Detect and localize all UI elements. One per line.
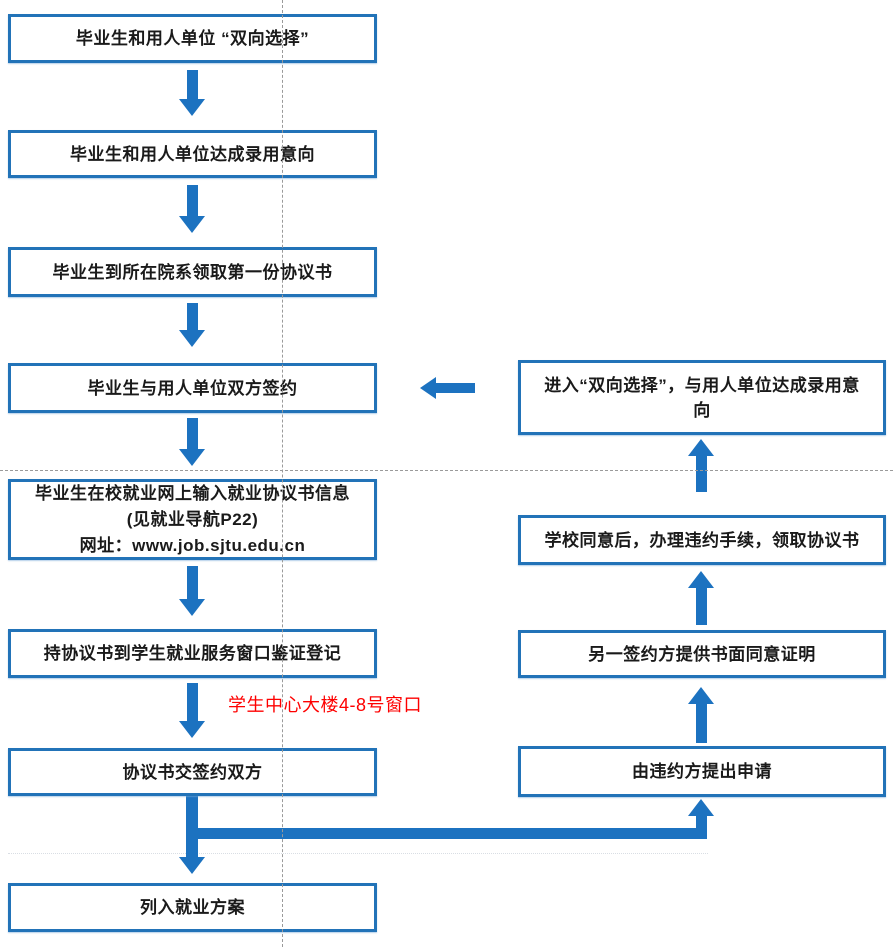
flow-box-breach-application: 由违约方提出申请 xyxy=(518,746,886,797)
flow-box-hiring-intention: 毕业生和用人单位达成录用意向 xyxy=(8,130,377,178)
arrow-up-3-shaft xyxy=(696,703,707,743)
flow-box-employment-plan: 列入就业方案 xyxy=(8,883,377,932)
flow-box-get-first-agreement-label: 毕业生到所在院系领取第一份协议书 xyxy=(52,262,333,282)
flow-box-reenter-selection-label: 进入“双向选择”，与用人单位达成录用意向 xyxy=(544,375,860,420)
flow-box-window-registration: 持协议书到学生就业服务窗口鉴证登记 xyxy=(8,629,377,678)
arrow-up-2-head xyxy=(688,571,714,588)
arrow-down-2-shaft xyxy=(187,185,198,217)
arrow-down-6-shaft xyxy=(187,683,198,722)
arrow-up-1-head xyxy=(688,439,714,456)
flow-box-written-consent-label: 另一签约方提供书面同意证明 xyxy=(588,644,816,664)
flow-box-breach-application-label: 由违约方提出申请 xyxy=(632,762,772,781)
arrow-down-6-head xyxy=(179,721,205,738)
connector-vertical-shaft xyxy=(186,796,198,858)
flow-box-written-consent: 另一签约方提供书面同意证明 xyxy=(518,630,886,678)
flow-box-deliver-agreement: 协议书交签约双方 xyxy=(8,748,377,796)
flow-box-sign-agreement: 毕业生与用人单位双方签约 xyxy=(8,363,377,413)
arrow-up-3-head xyxy=(688,687,714,704)
arrow-up-4-shaft xyxy=(696,814,707,839)
faint-dotted-line xyxy=(8,853,708,854)
flow-box-school-approval: 学校同意后，办理违约手续，领取协议书 xyxy=(518,515,886,565)
flow-box-online-entry-text: 毕业生在校就业网上输入就业协议书信息 (见就业导航P22) 网址：www.job… xyxy=(35,481,350,559)
arrow-down-2-head xyxy=(179,216,205,233)
arrow-down-4-shaft xyxy=(187,418,198,450)
arrow-down-1-head xyxy=(179,99,205,116)
flow-box-window-registration-label: 持协议书到学生就业服务窗口鉴证登记 xyxy=(43,644,342,663)
flow-box-deliver-agreement-label: 协议书交签约双方 xyxy=(122,762,263,782)
connector-horizontal-shaft xyxy=(186,828,707,839)
online-entry-line1: 毕业生在校就业网上输入就业协议书信息 xyxy=(35,483,350,503)
arrow-down-7-head xyxy=(179,857,205,874)
horizontal-guide-line xyxy=(0,470,893,471)
arrow-down-4-head xyxy=(179,449,205,466)
arrow-left-1-head xyxy=(420,377,436,399)
flow-box-get-first-agreement: 毕业生到所在院系领取第一份协议书 xyxy=(8,247,377,297)
flow-box-online-entry: 毕业生在校就业网上输入就业协议书信息 (见就业导航P22) 网址：www.job… xyxy=(8,479,377,560)
arrow-up-4-head xyxy=(688,799,714,816)
arrow-down-3-head xyxy=(179,330,205,347)
flow-box-mutual-selection: 毕业生和用人单位 “双向选择” xyxy=(8,14,377,63)
flow-box-hiring-intention-label: 毕业生和用人单位达成录用意向 xyxy=(70,144,315,164)
flow-box-employment-plan-label: 列入就业方案 xyxy=(140,898,245,917)
arrow-down-5-head xyxy=(179,599,205,616)
flow-box-school-approval-label: 学校同意后，办理违约手续，领取协议书 xyxy=(544,530,860,550)
flow-box-mutual-selection-label: 毕业生和用人单位 “双向选择” xyxy=(75,29,310,48)
flow-box-sign-agreement-label: 毕业生与用人单位双方签约 xyxy=(87,378,298,398)
annotation-window-location: 学生中心大楼4-8号窗口 xyxy=(228,695,423,715)
arrow-down-3-shaft xyxy=(187,303,198,331)
arrow-up-1-shaft xyxy=(696,455,707,492)
online-entry-url: 网址：www.job.sjtu.edu.cn xyxy=(79,535,306,555)
vertical-guide-line xyxy=(282,0,283,947)
arrow-down-5-shaft xyxy=(187,566,198,600)
arrow-left-1-shaft xyxy=(435,383,475,393)
arrow-down-1-shaft xyxy=(187,70,198,100)
arrow-up-2-shaft xyxy=(696,587,707,625)
flow-box-reenter-selection: 进入“双向选择”，与用人单位达成录用意向 xyxy=(518,360,886,435)
online-entry-line2: (见就业导航P22) xyxy=(126,509,259,529)
